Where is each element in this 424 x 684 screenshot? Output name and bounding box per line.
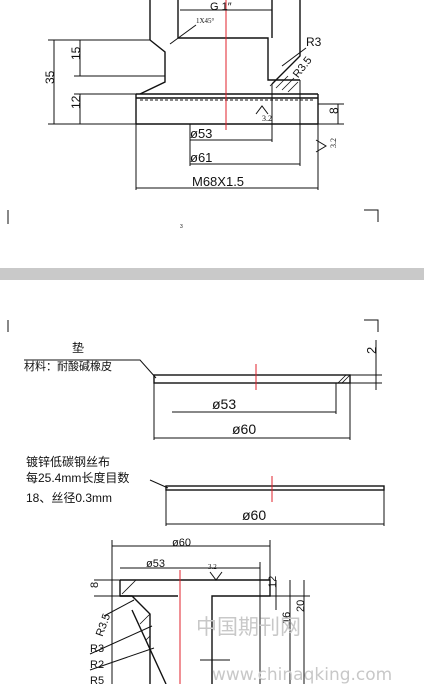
page-gap <box>0 268 424 280</box>
roughness-symbol <box>315 139 327 153</box>
roughness-value: 3.2 <box>329 138 338 148</box>
mesh-section <box>165 485 385 491</box>
dim-r3: R3 <box>306 35 322 49</box>
dim-r35: R3.5 <box>94 612 113 638</box>
crop-mark <box>364 209 379 222</box>
dim-d60: ø60 <box>242 507 266 523</box>
drawing-page-2: 垫 材料：耐酸碱橡皮 2 ø53 ø60 镀锌低碳钢丝布 每25.4mm长度目数… <box>0 280 424 684</box>
nut-hatch <box>121 579 151 641</box>
thread-label: G 1″ <box>210 1 232 13</box>
roughness-value: 3.2 <box>208 563 217 571</box>
gasket-hatch <box>337 374 351 384</box>
dim-d53: ø53 <box>212 396 236 412</box>
r35-leader <box>103 599 135 617</box>
dim-d61: ø61 <box>190 150 212 165</box>
dim-r5: R5 <box>90 675 104 684</box>
dim-r35: R3.5 <box>291 55 315 81</box>
dim-r2: R2 <box>90 659 104 671</box>
mesh-leader <box>149 479 169 489</box>
gasket-drawings: 垫 材料：耐酸碱橡皮 2 ø53 ø60 镀锌低碳钢丝布 每25.4mm长度目数… <box>7 319 392 684</box>
dim-15: 15 <box>69 46 83 60</box>
chamfer-label: 1X45° <box>196 17 215 25</box>
gasket-title: 垫 <box>72 340 84 355</box>
fitting-drawing: G 1″ 1X45° 35 15 12 R3 R3.5 8 3.2 3.2 ø5… <box>7 0 379 230</box>
r3-leader <box>281 47 307 67</box>
dim-2: 2 <box>364 347 379 354</box>
roughness-symbol <box>209 571 223 581</box>
watermark-cn: 中国期刊网 <box>196 615 301 639</box>
chamfer-leader <box>169 24 197 45</box>
dim-35: 35 <box>43 70 57 84</box>
dim-m68: M68X1.5 <box>192 174 244 189</box>
dim-d53: ø53 <box>190 126 212 141</box>
r3-leader <box>89 625 153 655</box>
mesh-note-3: 18、丝径0.3mm <box>26 491 112 505</box>
gasket-material: 材料：耐酸碱橡皮 <box>24 359 112 373</box>
page-number: 3 <box>180 224 183 230</box>
dim-d53: ø53 <box>146 558 165 570</box>
crop-mark <box>364 319 379 332</box>
dim-12: 12 <box>267 576 279 588</box>
dim-20: 20 <box>295 600 307 612</box>
dim-8: 8 <box>327 107 341 114</box>
body-outline <box>139 39 166 95</box>
dim-12: 12 <box>69 95 83 109</box>
watermark-url: www.chinaqking.com <box>212 665 392 684</box>
gasket-section <box>153 374 351 384</box>
dim-8: 8 <box>89 582 101 588</box>
nut-outline <box>131 609 167 684</box>
roughness-value: 3.2 <box>262 114 272 123</box>
mesh-note-1: 镀锌低碳钢丝布 <box>26 455 110 469</box>
drawing-page-1: G 1″ 1X45° 35 15 12 R3 R3.5 8 3.2 3.2 ø5… <box>0 0 424 268</box>
dim-d60: ø60 <box>232 421 256 437</box>
material-leader <box>24 359 157 379</box>
dim-d60: ø60 <box>172 537 191 549</box>
dim-16: 16 <box>281 612 293 624</box>
mesh-note-2: 每25.4mm长度目数 <box>26 470 129 485</box>
r2-leader <box>89 647 155 671</box>
roughness-symbol <box>255 105 269 115</box>
weld-hatch <box>269 73 299 93</box>
